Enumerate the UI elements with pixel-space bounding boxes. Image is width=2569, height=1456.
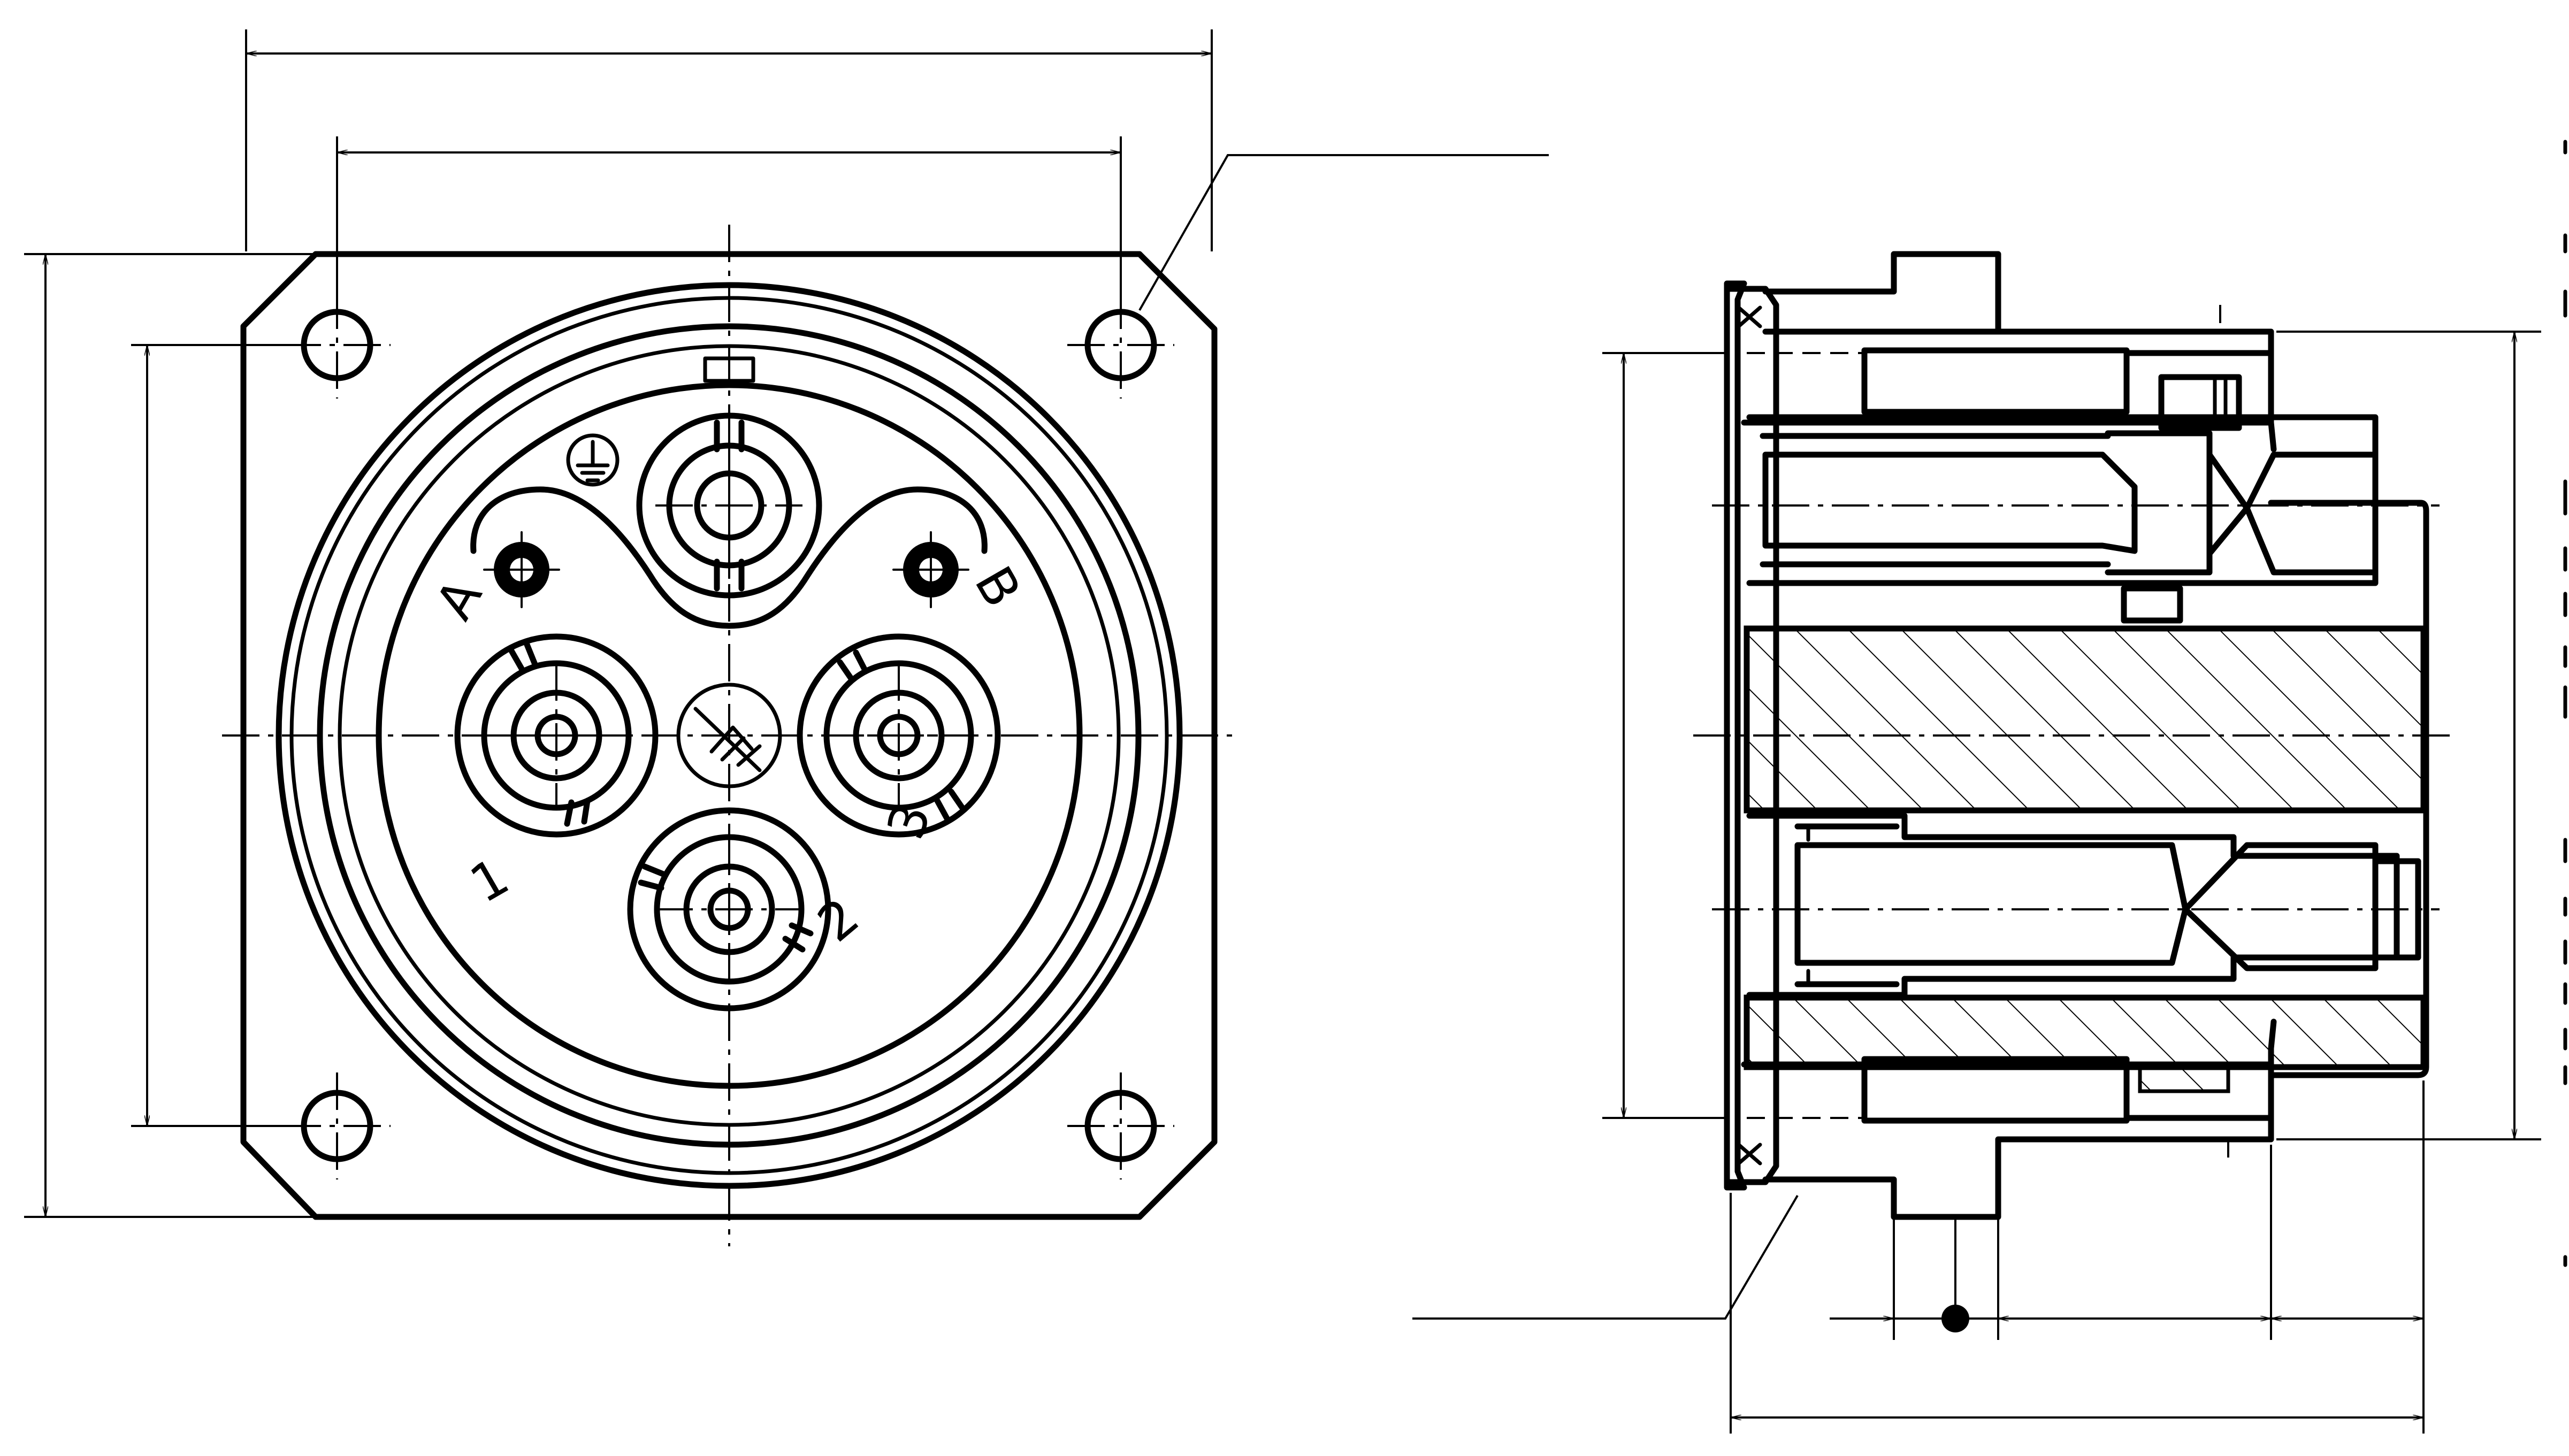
lower-contact-section [1746, 813, 2421, 998]
upper-contact-section [1746, 374, 2379, 624]
front-view-dimensions [24, 29, 1549, 1218]
label-contact-3: 3 [875, 795, 943, 847]
front-flange-outline [240, 251, 1218, 1220]
label-pin-a: A [424, 569, 494, 630]
signal-pin-a [483, 531, 560, 608]
mounting-holes [284, 292, 1174, 1179]
ground-symbol [566, 433, 620, 487]
label-pin-b: B [963, 557, 1033, 617]
insert-raised-boundary [470, 486, 988, 629]
hatched-body-section [1744, 625, 2427, 814]
side-view-dimensions [1412, 331, 2541, 1434]
hatched-body-lower [1744, 994, 2427, 1070]
side-section-view [1693, 251, 2456, 1220]
front-view: A B 1 2 3 [222, 225, 1236, 1246]
label-contact-1: 1 [461, 846, 519, 915]
signal-pin-b [892, 531, 969, 608]
label-contact-2: 2 [807, 887, 870, 954]
